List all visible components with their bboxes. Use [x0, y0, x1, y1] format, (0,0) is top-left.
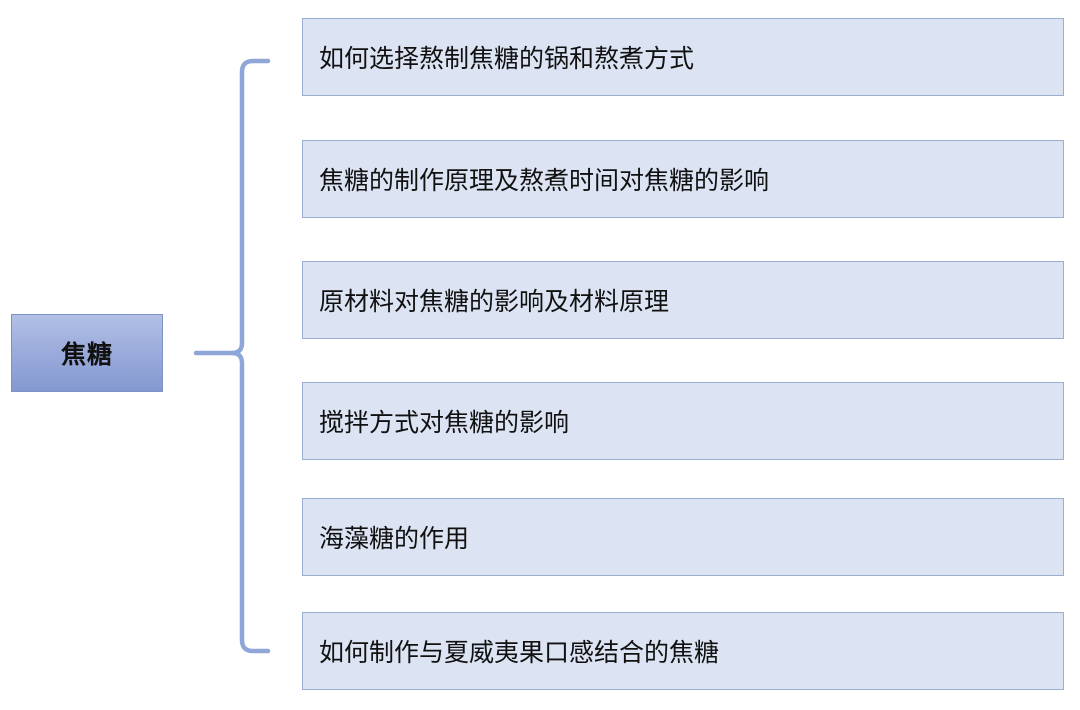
topic-label: 如何制作与夏威夷果口感结合的焦糖: [319, 638, 720, 667]
root-node: 焦糖: [11, 314, 163, 392]
topic-label: 海藻糖的作用: [319, 524, 470, 553]
root-node-label: 焦糖: [60, 340, 113, 369]
topic-label: 搅拌方式对焦糖的影响: [319, 408, 570, 437]
topic-box: 如何选择熬制焦糖的锅和熬煮方式: [302, 18, 1064, 96]
topic-box: 海藻糖的作用: [302, 498, 1064, 576]
topic-label: 焦糖的制作原理及熬煮时间对焦糖的影响: [319, 166, 770, 195]
topic-box: 搅拌方式对焦糖的影响: [302, 382, 1064, 460]
bracket-stem: [193, 58, 271, 356]
topic-label: 如何选择熬制焦糖的锅和熬煮方式: [319, 44, 695, 73]
topic-box: 原材料对焦糖的影响及材料原理: [302, 261, 1064, 339]
bracket-lower: [229, 350, 271, 654]
topic-box: 焦糖的制作原理及熬煮时间对焦糖的影响: [302, 140, 1064, 218]
topic-label: 原材料对焦糖的影响及材料原理: [319, 287, 670, 316]
topic-box: 如何制作与夏威夷果口感结合的焦糖: [302, 612, 1064, 690]
